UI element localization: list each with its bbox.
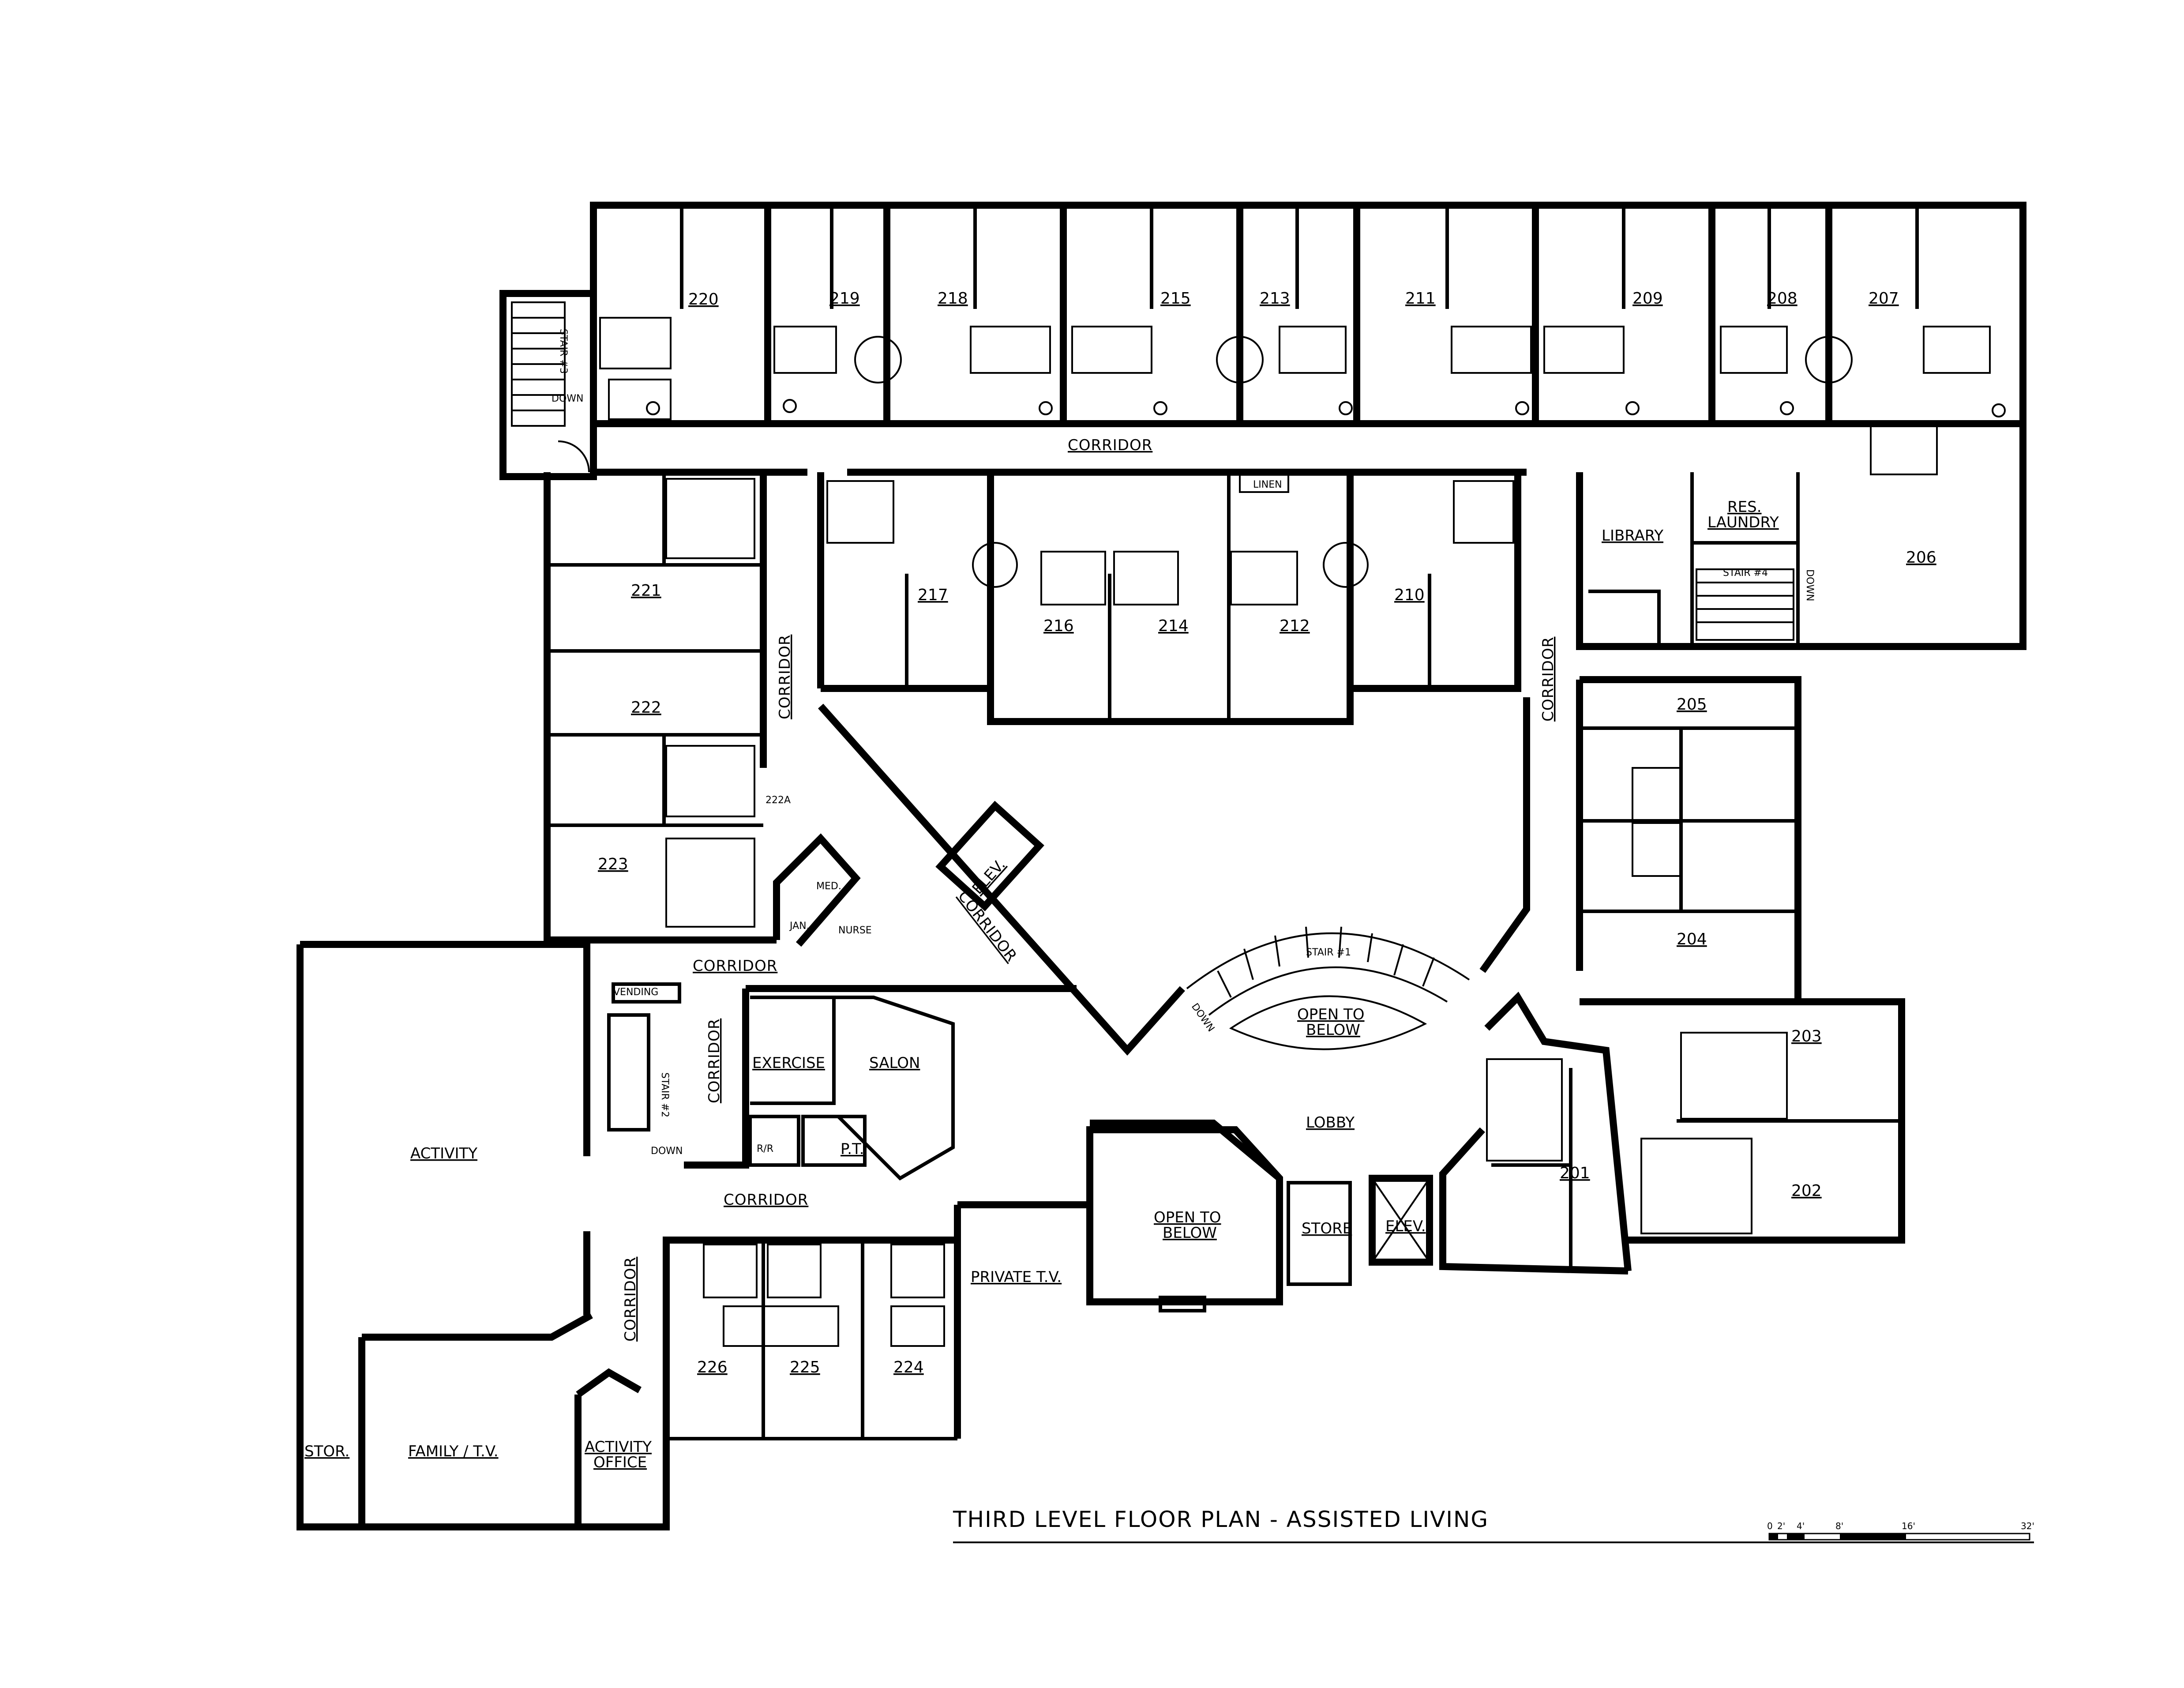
room-201-label: 201: [1560, 1164, 1590, 1182]
room-213-label: 213: [1260, 289, 1290, 308]
room-207-label: 207: [1869, 289, 1899, 308]
room-222a-label: 222A: [766, 795, 791, 806]
scale-4: 4': [1797, 1521, 1805, 1531]
stor-label: STOR.: [304, 1443, 349, 1460]
room-225-label: 225: [790, 1358, 820, 1376]
room-212-label: 212: [1280, 617, 1310, 635]
room-223-label: 223: [598, 855, 628, 873]
southeast-rooms: [1484, 992, 1905, 1271]
room-211-label: 211: [1405, 289, 1436, 308]
stair-4-label: STAIR #4: [1723, 568, 1768, 579]
room-222-label: 222: [631, 699, 661, 717]
room-224-label: 224: [893, 1358, 924, 1376]
laundry-label: LAUNDRY: [1707, 514, 1779, 531]
down-4-label: DOWN: [1804, 569, 1815, 601]
corridor-mid-left-label: CORRIDOR: [693, 957, 777, 975]
open-below-lobby-label-1: OPEN TO: [1154, 1209, 1221, 1226]
open-below-lobby-label-2: BELOW: [1163, 1224, 1217, 1242]
room-219-label: 219: [829, 289, 860, 308]
room-217-label: 217: [918, 586, 948, 604]
room-labels: 220 219 218 215 213 211 209 208 207 206 …: [304, 289, 1936, 1471]
room-210-label: 210: [1394, 586, 1425, 604]
scale-0: 0: [1767, 1521, 1773, 1531]
stair-2-label: STAIR #2: [659, 1072, 670, 1117]
rr-label: R/R: [757, 1143, 773, 1154]
room-220-label: 220: [688, 290, 719, 308]
corridor-stair2-label: CORRIDOR: [705, 1019, 723, 1103]
down-2-label: DOWN: [651, 1146, 683, 1157]
family-tv-label: FAMILY / T.V.: [408, 1443, 499, 1460]
corridor-top-label: CORRIDOR: [1068, 436, 1152, 454]
northeast-block: [1576, 423, 2026, 650]
room-215-label: 215: [1160, 289, 1191, 308]
open-below-stair-label-1: OPEN TO: [1297, 1006, 1365, 1023]
pt-label: P.T.: [841, 1140, 864, 1158]
corridor-right-label: CORRIDOR: [1539, 637, 1557, 722]
plan-title: THIRD LEVEL FLOOR PLAN - ASSISTED LIVING: [953, 1507, 1489, 1532]
linen-label: LINEN: [1253, 479, 1282, 490]
nurse-label: NURSE: [838, 925, 872, 936]
elev-lobby-label: ELEV.: [1385, 1218, 1426, 1235]
activity-office-label-2: OFFICE: [593, 1454, 647, 1471]
room-214-label: 214: [1158, 617, 1189, 635]
midwest-cluster: [607, 833, 1077, 1181]
activity-office-label-1: ACTIVITY: [585, 1438, 652, 1456]
down-1-label: DOWN: [1189, 1001, 1216, 1034]
scale-32: 32': [2021, 1521, 2034, 1531]
room-226-label: 226: [697, 1358, 728, 1376]
med-label: MED.: [816, 881, 841, 892]
corridor-lower-left-label: CORRIDOR: [622, 1257, 639, 1342]
salon-label: SALON: [869, 1054, 920, 1072]
vending-label: VENDING: [613, 987, 658, 998]
room-218-label: 218: [938, 289, 968, 308]
inner-north-block: [817, 472, 1521, 725]
stair-1: [1186, 926, 1470, 1050]
activity-label: ACTIVITY: [410, 1145, 477, 1162]
west-rooms: [544, 472, 777, 944]
title-block: THIRD LEVEL FLOOR PLAN - ASSISTED LIVING…: [953, 1507, 2034, 1543]
room-221-label: 221: [631, 582, 661, 600]
store-label: STORE: [1302, 1220, 1352, 1237]
room-202-label: 202: [1791, 1182, 1822, 1200]
stair-3-label: STAIR #3: [558, 329, 569, 374]
lobby-label: LOBBY: [1306, 1114, 1355, 1132]
res-label: RES.: [1727, 498, 1762, 516]
open-below-stair-label-2: BELOW: [1306, 1021, 1360, 1039]
corridor-left-label: CORRIDOR: [776, 635, 794, 719]
room-209-label: 209: [1632, 289, 1663, 308]
atrium-outline: [818, 697, 1530, 1056]
west-activity: [296, 941, 1093, 1530]
room-206-label: 206: [1906, 549, 1936, 567]
scale-16: 16': [1902, 1521, 1915, 1531]
down-3-label: DOWN: [552, 393, 583, 404]
scale-8: 8': [1835, 1521, 1843, 1531]
exercise-label: EXERCISE: [752, 1054, 825, 1072]
north-wing: [499, 202, 2026, 480]
stair-1-label: STAIR #1: [1306, 947, 1351, 958]
corridor-bottom-mid-label: CORRIDOR: [724, 1191, 808, 1209]
east-rooms: [1576, 676, 1801, 1005]
jan-label: JAN.: [789, 921, 810, 932]
room-205-label: 205: [1677, 696, 1707, 714]
library-label: LIBRARY: [1602, 527, 1663, 545]
scale-2: 2': [1777, 1521, 1785, 1531]
room-204-label: 204: [1677, 930, 1707, 948]
room-208-label: 208: [1767, 289, 1797, 308]
scale-bar: 0 2' 4' 8' 16' 32': [1767, 1521, 2034, 1541]
private-tv-label: PRIVATE T.V.: [971, 1268, 1062, 1286]
room-216-label: 216: [1043, 617, 1074, 635]
room-203-label: 203: [1791, 1027, 1822, 1045]
